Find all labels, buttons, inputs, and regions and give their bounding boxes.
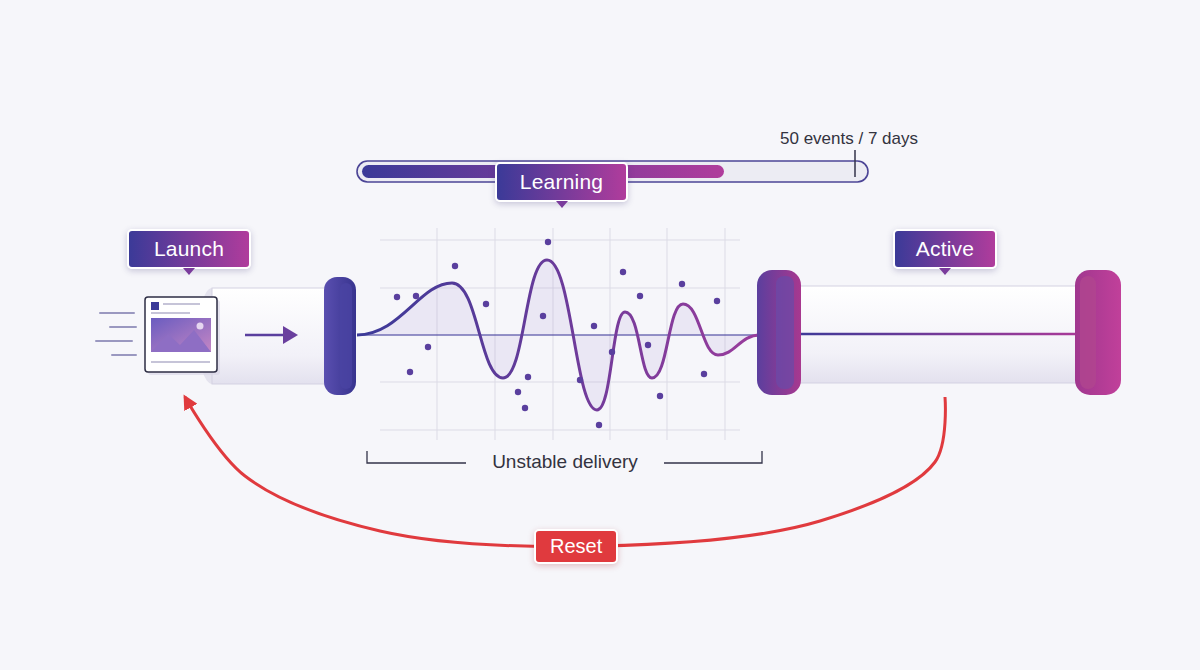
stage-node: Launch [127,229,357,397]
stage-node: Learning [495,162,628,202]
reset-arrow [185,397,945,546]
speed-lines [96,313,136,355]
stage-tag: Active [893,229,997,269]
launch-tube [198,277,356,395]
stage-node: Active [760,229,1122,397]
learning-wave-chart [357,228,760,440]
active-tube [757,270,1121,395]
goal-note: 50 events / 7 days [776,129,922,149]
edge-label: Reset [534,529,618,564]
ad-card-icon [145,297,220,375]
stage-tag: Launch [127,229,251,269]
bracket-label: Unstable delivery [488,451,642,473]
stage-tag: Learning [495,162,628,202]
